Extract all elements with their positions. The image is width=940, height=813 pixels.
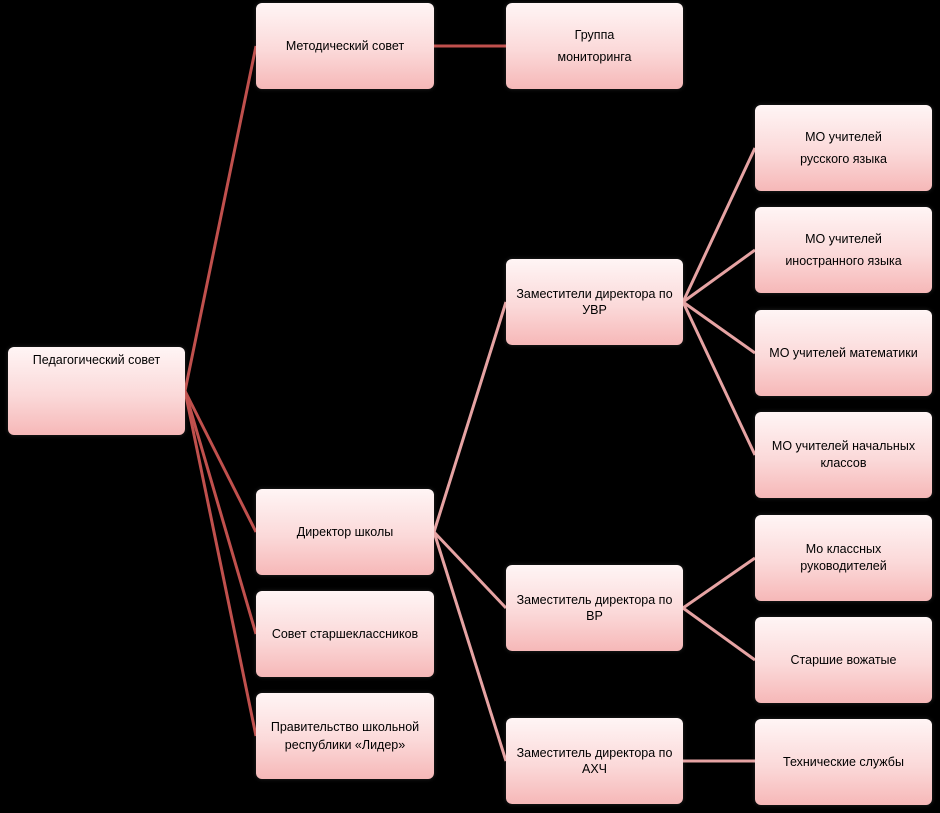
node-label: МО учителей начальных классов xyxy=(771,439,916,470)
connector-dir-vr xyxy=(432,530,508,610)
connector-ped-sov xyxy=(183,390,258,635)
node-school-director: Директор школы xyxy=(256,489,434,575)
connector-uvr-nach xyxy=(681,301,757,456)
node-monitoring-group: Группа мониторинга xyxy=(506,3,683,89)
node-school-republic-government: Правительство школьной республики «Лидер… xyxy=(256,693,434,779)
connector-uvr-rus xyxy=(681,147,757,303)
node-senior-students-council: Совет старшеклассников xyxy=(256,591,434,677)
node-mo-foreign-language-teachers: МО учителей иностранного языка xyxy=(755,207,932,293)
node-deputy-director-uvr: Заместители директора по УВР xyxy=(506,259,683,345)
connector-vr-vozh xyxy=(682,606,756,662)
connector-uvr-ino xyxy=(682,248,756,304)
node-mo-russian-teachers: МО учителей русского языка xyxy=(755,105,932,191)
node-label: Директор школы xyxy=(296,525,394,539)
node-methodical-council: Методический совет xyxy=(256,3,434,89)
node-label: МО учителей русского языка xyxy=(800,130,887,166)
node-label: Технические службы xyxy=(783,755,904,769)
node-senior-counselors: Старшие вожатые xyxy=(755,617,932,703)
node-label: Методический совет xyxy=(285,39,405,53)
node-label: Заместитель директора по АХЧ xyxy=(516,746,673,776)
node-label: Группа мониторинга xyxy=(557,28,632,64)
node-label: МО учителей математики xyxy=(769,346,918,360)
node-label: Совет старшеклассников xyxy=(271,627,419,641)
connector-ped-met xyxy=(183,45,258,392)
node-pedagogical-council: Педагогический совет xyxy=(8,347,185,435)
node-deputy-director-ahch: Заместитель директора по АХЧ xyxy=(506,718,683,804)
node-label: Правительство школьной республики «Лидер… xyxy=(270,720,420,752)
node-mo-math-teachers: МО учителей математики xyxy=(755,310,932,396)
node-label: Заместитель директора по ВР xyxy=(516,593,673,623)
node-label: Мо классных руководителей xyxy=(800,542,887,573)
connector-dir-uvr xyxy=(432,301,508,533)
connector-uvr-mat xyxy=(682,300,756,355)
node-label: Педагогический совет xyxy=(32,353,161,367)
connector-dir-ahch xyxy=(432,531,508,762)
node-label: МО учителей иностранного языка xyxy=(785,232,902,268)
node-mo-primary-teachers: МО учителей начальных классов xyxy=(755,412,932,498)
connector-ped-dir xyxy=(183,390,258,533)
node-technical-services: Технические службы xyxy=(755,719,932,805)
node-mo-class-teachers: Мо классных руководителей xyxy=(755,515,932,601)
node-label: Старшие вожатые xyxy=(790,653,897,667)
node-label: Заместители директора по УВР xyxy=(516,287,673,317)
connector-ped-prav xyxy=(183,390,258,737)
connector-vr-kl xyxy=(682,556,756,610)
node-deputy-director-vr: Заместитель директора по ВР xyxy=(506,565,683,651)
